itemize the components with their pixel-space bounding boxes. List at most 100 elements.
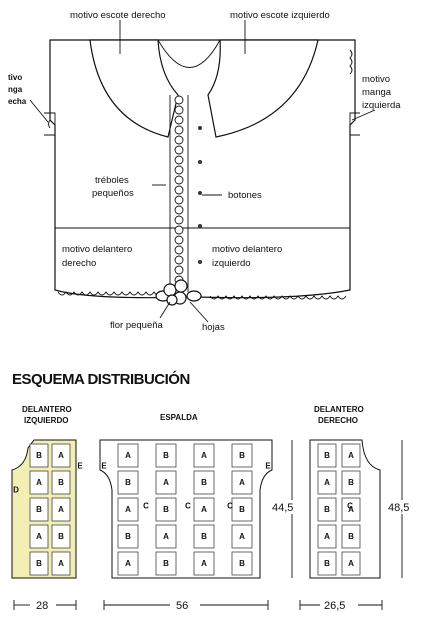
- es-cell-box: [193, 443, 215, 468]
- di-cell-label: B: [58, 478, 64, 487]
- es-cell-box: [117, 524, 139, 549]
- dd-cell-label: A: [324, 532, 330, 541]
- trefoil-chain: [174, 95, 184, 285]
- trefoil: [174, 125, 184, 135]
- dd-cell-box: [317, 497, 337, 522]
- es-cell-box: [231, 443, 253, 468]
- di-cell-label: A: [36, 532, 42, 541]
- es-cell-label: B: [125, 478, 131, 487]
- dd-cell-box: [317, 524, 337, 549]
- delantero-izquierdo-title-1: DELANTERO: [22, 405, 72, 414]
- es-cell-label: B: [239, 451, 245, 460]
- trefoil: [174, 265, 184, 275]
- label-motivo-escote-izquierdo: motivo escote izquierdo: [230, 10, 330, 21]
- width-dimensions: [13, 600, 383, 610]
- espalda-shape: [99, 439, 273, 579]
- es-cell-box: [155, 524, 177, 549]
- es-cell-box: [231, 497, 253, 522]
- es-cell-label: A: [201, 451, 207, 460]
- di-cell-box: [29, 524, 49, 549]
- sleeve-trim-right: [349, 49, 353, 75]
- dd-cell-label: B: [348, 478, 354, 487]
- trefoil: [174, 215, 184, 225]
- button: [198, 191, 202, 195]
- es-cell-label: B: [163, 559, 169, 568]
- es-side-label: E: [101, 462, 107, 471]
- trefoil: [174, 235, 184, 245]
- garment-diagram: motivo escote derecho motivo escote izqu…: [8, 10, 401, 333]
- di-cell-label: B: [36, 451, 42, 460]
- trefoil: [174, 185, 184, 195]
- es-cell-box: [193, 497, 215, 522]
- trefoil: [174, 115, 184, 125]
- di-cell-label: B: [36, 505, 42, 514]
- dd-cell-box: [341, 470, 361, 495]
- di-cell-box: [51, 497, 71, 522]
- trefoil: [174, 145, 184, 155]
- label-motivo-manga-derecha-2: nga: [8, 85, 23, 94]
- di-cell-label: B: [58, 532, 64, 541]
- dd-cell-label: B: [324, 505, 330, 514]
- dd-cell-box: [317, 443, 337, 468]
- dd-cell-label: A: [348, 559, 354, 568]
- espalda-height: 44,5: [272, 502, 293, 514]
- dd-height-bg: [384, 500, 420, 514]
- es-cell-label: B: [125, 532, 131, 541]
- es-cell-label: B: [163, 505, 169, 514]
- delantero-izquierdo-width: 28: [36, 600, 48, 612]
- di-cell-box: [51, 551, 71, 576]
- dd-cell-box: [317, 551, 337, 576]
- di-cell-box: [29, 497, 49, 522]
- di-cell-box: [51, 470, 71, 495]
- right-collar: [207, 39, 319, 138]
- dd-cell-box: [341, 524, 361, 549]
- hem-scallop-left: [57, 291, 163, 296]
- left-sleeve-stub: [44, 112, 56, 136]
- es-cell-label: B: [201, 532, 207, 541]
- button: [198, 260, 202, 264]
- label-delantero-derecho-2: derecho: [62, 258, 96, 269]
- dd-cell-box: [341, 443, 361, 468]
- es-cell-box: [155, 497, 177, 522]
- trefoil: [174, 195, 184, 205]
- delantero-izquierdo-title-2: IZQUIERDO: [24, 416, 68, 425]
- es-cell-box: [117, 470, 139, 495]
- es-cell-label: A: [239, 532, 245, 541]
- trefoil: [174, 255, 184, 265]
- trefoil: [174, 175, 184, 185]
- es-cell-box: [193, 551, 215, 576]
- di-cell-label: A: [36, 478, 42, 487]
- es-cell-label: A: [125, 559, 131, 568]
- di-side-label: E: [77, 462, 83, 471]
- label-motivo-manga-izquierda-1: motivo: [362, 74, 390, 85]
- label-flor-pequena: flor pequeña: [110, 320, 164, 331]
- es-cell-label: A: [201, 559, 207, 568]
- dd-cell-box: [317, 470, 337, 495]
- dd-cell-label: B: [324, 451, 330, 460]
- leader-lines: [29, 20, 376, 323]
- di-side-label: D: [13, 486, 19, 495]
- es-cell-box: [155, 551, 177, 576]
- es-cell-label: A: [125, 505, 131, 514]
- trefoil: [174, 225, 184, 235]
- es-cell-box: [155, 443, 177, 468]
- label-motivo-manga-izquierda-3: izquierda: [362, 100, 401, 111]
- es-side-label: C: [185, 502, 191, 511]
- di-cell-box: [51, 443, 71, 468]
- flower-and-leaves: [155, 279, 202, 306]
- dd-cell-label: B: [324, 559, 330, 568]
- di-cell-label: A: [58, 451, 64, 460]
- di-cell-label: B: [36, 559, 42, 568]
- dd-cell-box: [341, 497, 361, 522]
- espalda-height-bg: [270, 500, 302, 514]
- di-cell-box: [29, 470, 49, 495]
- right-sleeve-stub: [349, 112, 360, 136]
- neck-line: [157, 39, 221, 68]
- es-cell-box: [155, 470, 177, 495]
- button: [198, 126, 202, 130]
- es-cell-box: [117, 497, 139, 522]
- di-cell-box: [51, 524, 71, 549]
- di-cell-box: [29, 443, 49, 468]
